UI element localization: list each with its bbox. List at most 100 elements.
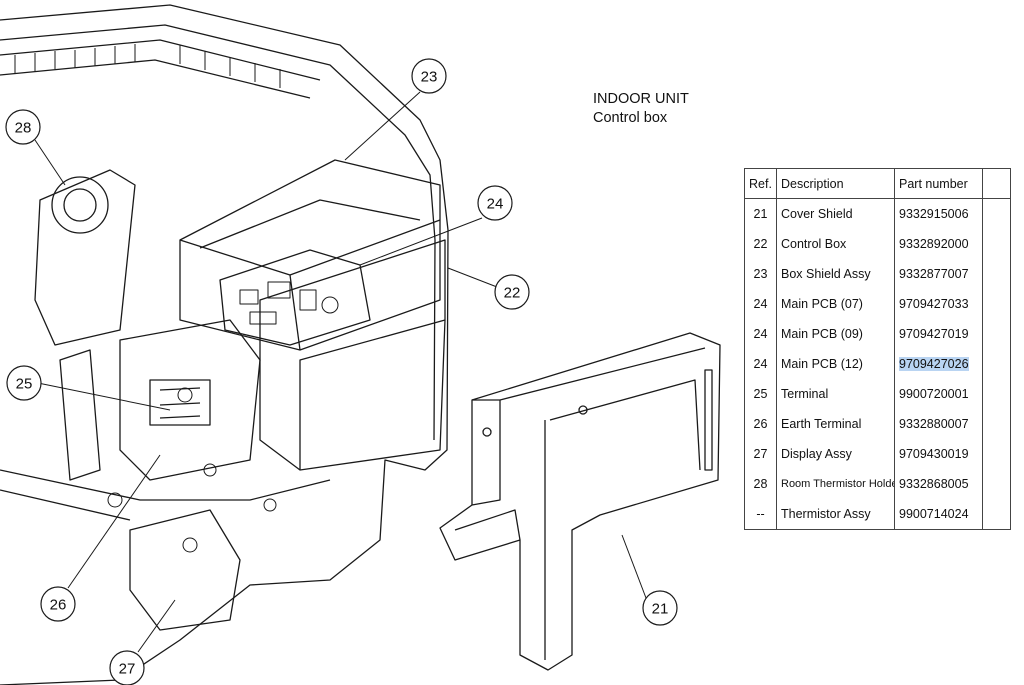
fan-motor [34,169,136,346]
row-part-number: 9332880007 [894,409,983,439]
row-blank [982,439,1011,469]
leader-25 [37,382,171,411]
callout-label-23: 23 [421,69,438,86]
terminal-block [119,319,261,481]
callout-label-22: 22 [504,285,521,302]
row-ref: 24 [744,319,777,349]
row-description: Thermistor Assy [776,499,895,530]
leader-26 [67,454,161,589]
parts-table-header: Ref. Description Part number [744,168,1011,199]
callout-circle-27 [109,650,145,685]
row-ref: 22 [744,229,777,259]
cover-shield [439,332,721,671]
leader-22 [447,267,498,288]
heading-unit: INDOOR UNIT [593,91,689,107]
row-blank [982,289,1011,319]
row-part-number: 9332877007 [894,259,983,289]
callout-circle-23 [411,58,447,94]
row-description: Display Assy [776,439,895,469]
row-description: Main PCB (09) [776,319,895,349]
leader-24 [359,217,483,266]
control-box [259,239,446,471]
row-blank [982,499,1011,530]
row-ref: 26 [744,409,777,439]
leader-28 [34,139,66,186]
row-part-number: 9332915006 [894,198,983,229]
callout-circle-24 [477,185,513,221]
row-blank [982,469,1011,499]
row-blank [982,319,1011,349]
header-description: Description [776,168,895,199]
row-ref: -- [744,499,777,530]
main-pcb [219,249,371,346]
row-part-number: 9709427033 [894,289,983,319]
top-rail [0,39,321,81]
box-shield-assy [179,159,441,351]
row-part-number: 9900720001 [894,379,983,409]
row-part-number: 9709430019 [894,439,983,469]
callout-circle-28 [5,109,41,145]
callout-label-21: 21 [652,601,669,618]
row-blank [982,349,1011,379]
selected-part-number[interactable]: 9709427026 [899,357,969,371]
header-part-number: Part number [894,168,983,199]
row-blank [982,198,1011,229]
leader-21 [621,534,647,599]
callout-circle-21 [642,590,678,626]
heading-section: Control box [593,110,668,126]
callout-circle-26 [40,586,76,622]
row-blank [982,259,1011,289]
row-blank [982,379,1011,409]
header-blank [982,168,1011,199]
leader-23 [344,91,421,161]
row-description: Room Thermistor Holder [776,469,895,499]
row-description: Terminal [776,379,895,409]
row-ref: 24 [744,289,777,319]
row-part-number: 9332868005 [894,469,983,499]
row-ref: 28 [744,469,777,499]
display-assy [129,509,241,631]
row-ref: 27 [744,439,777,469]
row-blank [982,229,1011,259]
callout-label-26: 26 [50,597,67,614]
callout-label-25: 25 [16,376,33,393]
row-description: Control Box [776,229,895,259]
row-description: Cover Shield [776,198,895,229]
row-part-number: 9332892000 [894,229,983,259]
callout-circle-25 [6,365,42,401]
header-ref: Ref. [744,168,777,199]
row-ref: 23 [744,259,777,289]
row-description: Main PCB (12) [776,349,895,379]
callout-label-28: 28 [15,120,32,137]
row-ref: 21 [744,198,777,229]
leader-27 [137,599,176,653]
row-blank [982,409,1011,439]
row-part-number: 9709427026 [894,349,983,379]
diagram-heading: INDOOR UNIT Control box [593,90,689,128]
row-part-number: 9709427019 [894,319,983,349]
callout-label-27: 27 [119,661,136,678]
row-ref: 25 [744,379,777,409]
callout-circle-22 [494,274,530,310]
row-part-number: 9900714024 [894,499,983,530]
row-description: Box Shield Assy [776,259,895,289]
row-description: Earth Terminal [776,409,895,439]
callout-label-24: 24 [487,196,504,213]
indoor-unit-housing [0,4,449,685]
row-ref: 24 [744,349,777,379]
row-description: Main PCB (07) [776,289,895,319]
